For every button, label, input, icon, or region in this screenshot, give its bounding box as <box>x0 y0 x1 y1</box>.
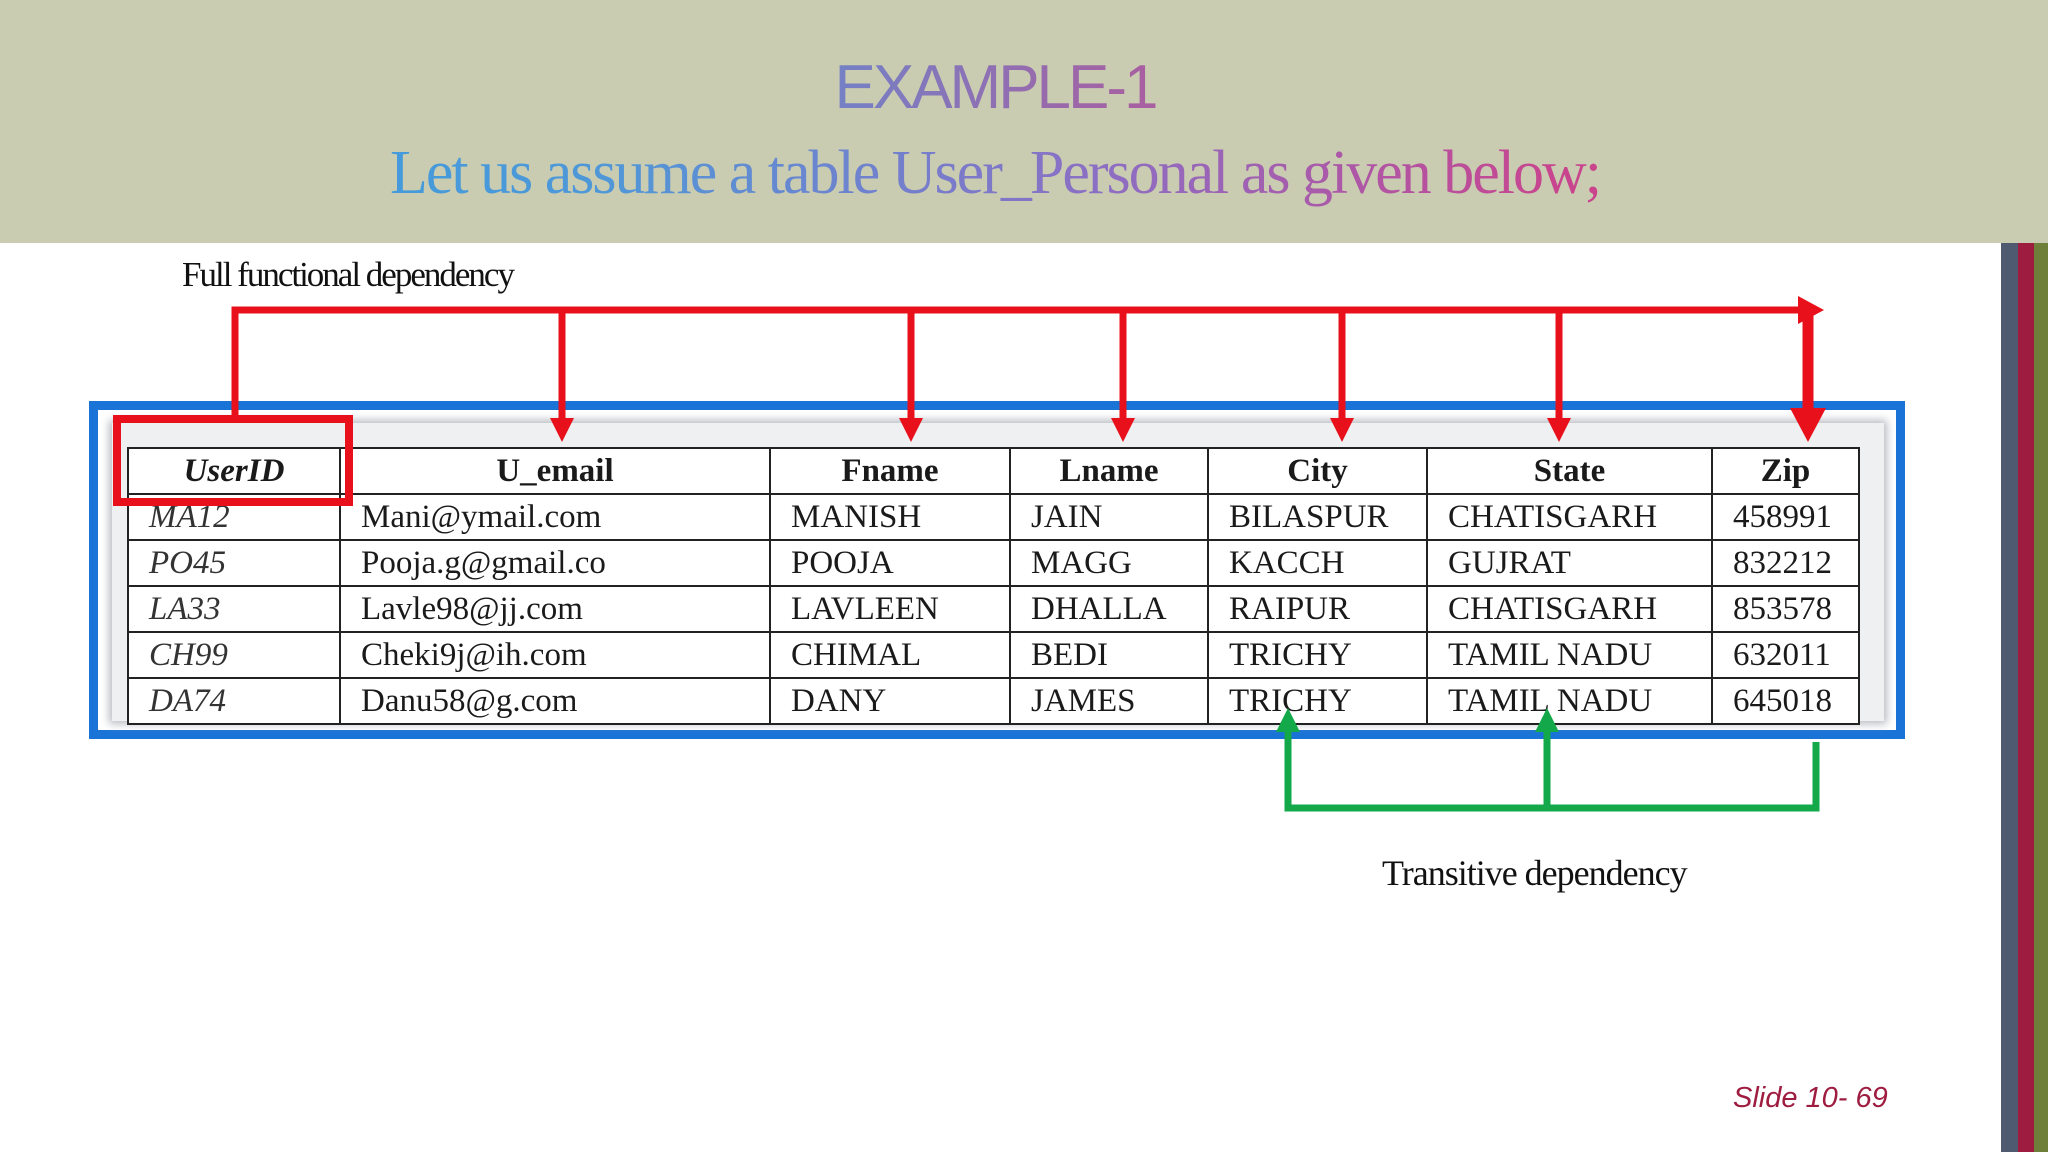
cell-zip: 632011 <box>1711 631 1860 679</box>
cell-city: TRICHY <box>1207 677 1428 725</box>
arrowhead-state <box>1547 418 1571 442</box>
column-header-lname: Lname <box>1009 447 1209 495</box>
cell-fname: DANY <box>769 677 1011 725</box>
full-dependency-arrows <box>113 306 1814 506</box>
full-dependency-label: Full functional dependency <box>182 255 515 294</box>
cell-fname: MANISH <box>769 493 1011 541</box>
cell-state: TAMIL NADU <box>1426 631 1713 679</box>
cell-fname: CHIMAL <box>769 631 1011 679</box>
column-header-userid: UserID <box>127 447 341 495</box>
table-row: CH99 Cheki9j@ih.com CHIMAL BEDI TRICHY T… <box>127 631 1860 679</box>
table-row: PO45 Pooja.g@gmail.co POOJA MAGG KACCH G… <box>127 539 1860 587</box>
table-row: LA33 Lavle98@jj.com LAVLEEN DHALLA RAIPU… <box>127 585 1860 633</box>
cell-u-email: Mani@ymail.com <box>339 493 771 541</box>
column-header-state: State <box>1426 447 1713 495</box>
transitive-dependency-arrowheads <box>1276 708 1559 732</box>
arrowhead-state-up <box>1535 708 1559 732</box>
table-header-row: UserID U_email Fname Lname City State Zi… <box>127 447 1860 495</box>
cell-userid: PO45 <box>127 539 341 587</box>
cell-u-email: Danu58@g.com <box>339 677 771 725</box>
side-stripe-slate <box>2001 243 2018 1152</box>
cell-state: GUJRAT <box>1426 539 1713 587</box>
cell-state: TAMIL NADU <box>1426 677 1713 725</box>
cell-u-email: Lavle98@jj.com <box>339 585 771 633</box>
cell-userid: DA74 <box>127 677 341 725</box>
cell-zip: 645018 <box>1711 677 1860 725</box>
arrowhead-city <box>1330 418 1354 442</box>
user-personal-table: UserID U_email Fname Lname City State Zi… <box>127 447 1860 725</box>
cell-city: RAIPUR <box>1207 585 1428 633</box>
cell-userid: LA33 <box>127 585 341 633</box>
cell-zip: 458991 <box>1711 493 1860 541</box>
cell-lname: JAMES <box>1009 677 1209 725</box>
arrowhead-city-up <box>1276 708 1300 732</box>
cell-lname: MAGG <box>1009 539 1209 587</box>
full-dependency-top-line <box>231 306 1800 419</box>
column-header-zip: Zip <box>1711 447 1860 495</box>
table-row: DA74 Danu58@g.com DANY JAMES TRICHY TAMI… <box>127 677 1860 725</box>
side-stripe-olive <box>2034 243 2048 1152</box>
title-band <box>0 0 2048 243</box>
arrowhead-lname <box>1111 418 1135 442</box>
cell-lname: JAIN <box>1009 493 1209 541</box>
full-dependency-arrowheads <box>550 296 1826 442</box>
transitive-dependency-label: Transitive dependency <box>1382 853 1688 893</box>
side-stripe-crimson <box>2018 243 2034 1152</box>
cell-state: CHATISGARH <box>1426 585 1713 633</box>
table-frame: UserID U_email Fname Lname City State Zi… <box>89 401 1905 739</box>
primary-key-highlight-box <box>113 415 353 506</box>
slide-subtitle: Let us assume a table User_Personal as g… <box>0 138 1990 209</box>
cell-city: TRICHY <box>1207 631 1428 679</box>
cell-city: BILASPUR <box>1207 493 1428 541</box>
column-header-u-email: U_email <box>339 447 771 495</box>
transitive-dependency-arrows <box>1284 728 1820 812</box>
column-header-fname: Fname <box>769 447 1011 495</box>
cell-city: KACCH <box>1207 539 1428 587</box>
arrowhead-right <box>1798 296 1824 324</box>
cell-fname: POOJA <box>769 539 1011 587</box>
cell-zip: 853578 <box>1711 585 1860 633</box>
arrowhead-fname <box>899 418 923 442</box>
cell-userid: CH99 <box>127 631 341 679</box>
cell-lname: DHALLA <box>1009 585 1209 633</box>
table-row: MA12 Mani@ymail.com MANISH JAIN BILASPUR… <box>127 493 1860 541</box>
slide-title: EXAMPLE-1 <box>0 52 1990 123</box>
arrowhead-u-email <box>550 418 574 442</box>
cell-u-email: Cheki9j@ih.com <box>339 631 771 679</box>
column-header-city: City <box>1207 447 1428 495</box>
cell-state: CHATISGARH <box>1426 493 1713 541</box>
transitive-bottom-line <box>1284 730 1820 812</box>
arrowhead-zip <box>1790 408 1826 442</box>
cell-lname: BEDI <box>1009 631 1209 679</box>
slide-number: Slide 10- 69 <box>1733 1082 1888 1114</box>
cell-u-email: Pooja.g@gmail.co <box>339 539 771 587</box>
cell-fname: LAVLEEN <box>769 585 1011 633</box>
cell-zip: 832212 <box>1711 539 1860 587</box>
